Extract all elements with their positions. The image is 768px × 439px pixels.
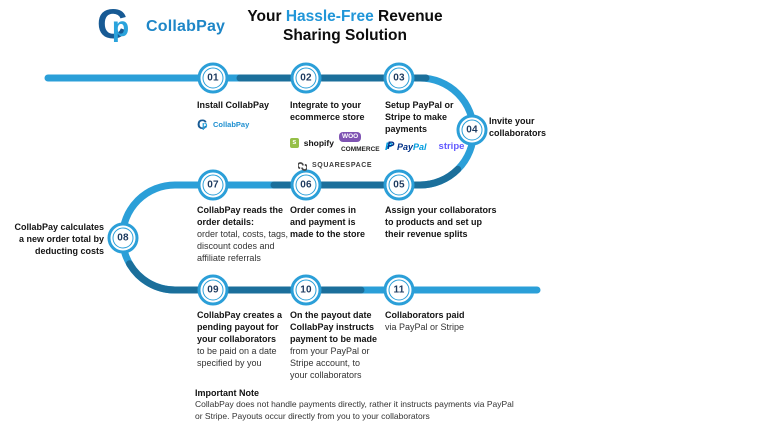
step-08-text: CollabPay calculates a new order total b…: [14, 222, 104, 256]
step-circle-10: 10: [290, 274, 322, 306]
collabpay-logo: C p CollabPay: [97, 0, 226, 48]
stripe-logo: stripe: [438, 141, 465, 152]
step-05-text: Assign your collaborators to products an…: [385, 205, 497, 239]
step-circle-08: 08: [107, 222, 139, 254]
shopify-icon: s: [290, 137, 299, 148]
note-line2: or Stripe. Payouts occur directly from y…: [195, 410, 430, 421]
title-line1: Your Hassle-Free Revenue: [247, 8, 443, 25]
important-note: Important Note CollabPay does not handle…: [195, 387, 514, 422]
step-circle-11: 11: [383, 274, 415, 306]
step-circle-02: 02: [290, 62, 322, 94]
paypal-icon: P P: [385, 139, 395, 153]
step-03-text: Setup PayPal or Stripe to make payments …: [385, 99, 485, 153]
step-11-text: Collaborators paid via PayPal or Stripe: [385, 310, 465, 332]
step-circle-03: 03: [383, 62, 415, 94]
squarespace-logo: SQUARESPACE: [312, 162, 373, 169]
note-title: Important Note: [195, 388, 259, 398]
step-circle-04: 04: [456, 114, 488, 146]
step-circle-05: 05: [383, 169, 415, 201]
step-circle-09: 09: [197, 274, 229, 306]
ecommerce-logos-row1: s shopify WOOCOMMERCE: [290, 129, 400, 156]
step-circle-07: 07: [197, 169, 229, 201]
woocommerce-logo: WOOCOMMERCE: [338, 132, 380, 153]
step-circle-01: 01: [197, 62, 229, 94]
flow-path-dark-2: [270, 165, 462, 189]
step-circle-06: 06: [290, 169, 322, 201]
payment-logos-row: P P PayPal stripe: [385, 139, 485, 153]
step-06-text: Order comes in and payment is made to th…: [290, 205, 366, 239]
step-02-text: Integrate to your ecommerce store s shop…: [290, 99, 400, 172]
logo-letter-c: C: [97, 0, 128, 47]
collabpay-monogram-icon: C p: [97, 0, 139, 48]
step-09-text: CollabPay creates a pending payout for y…: [197, 310, 283, 368]
collabpay-mini-logo: C p CollabPay: [197, 116, 250, 132]
step-07-text: CollabPay reads the order details: order…: [197, 205, 289, 263]
step-01-text: Install CollabPay C p CollabPay: [197, 99, 307, 132]
brand-name: CollabPay: [146, 18, 226, 35]
paypal-logo: P P PayPal: [385, 139, 427, 153]
page-title: Your Hassle-Free Revenue Sharing Solutio…: [233, 7, 457, 45]
title-line2: Sharing Solution: [283, 27, 407, 44]
shopify-logo: shopify: [303, 137, 334, 148]
step-10-text: On the payout date CollabPay instructs p…: [290, 310, 378, 380]
title-highlight: Hassle-Free: [285, 8, 374, 25]
squarespace-icon: [298, 161, 307, 171]
flow-path-dark-3: [126, 260, 365, 294]
ecommerce-logos-row2: SQUARESPACE: [298, 160, 400, 172]
note-line1: CollabPay does not handle payments direc…: [195, 399, 514, 409]
collabpay-mini-icon: C p: [197, 116, 208, 132]
step-04-text: Invite your collaborators: [489, 116, 547, 138]
logo-letter-p: p: [112, 11, 130, 42]
